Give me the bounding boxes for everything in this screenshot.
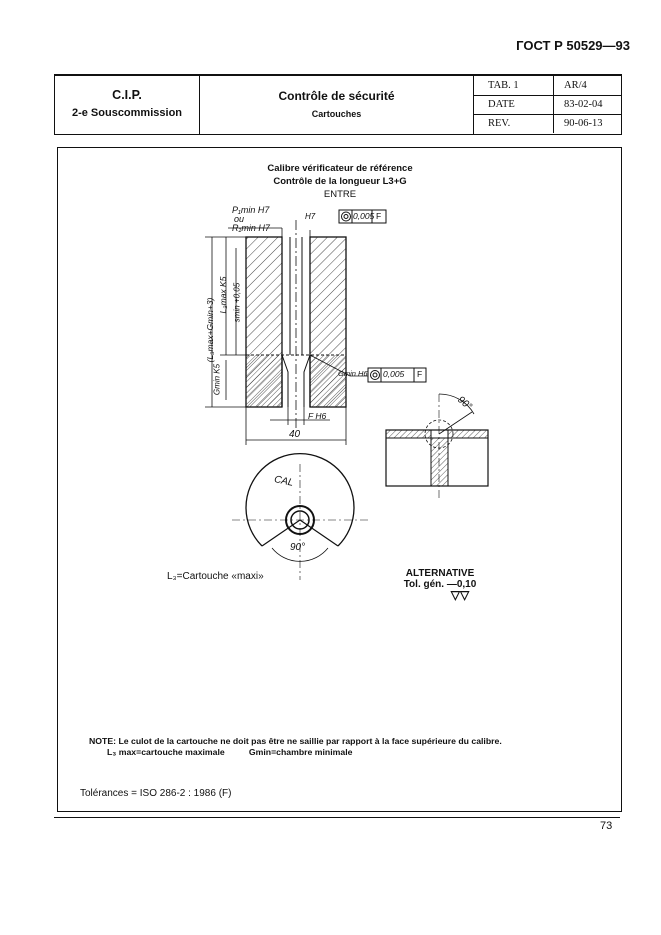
gauge-bottom-view [232, 452, 368, 580]
header-org-cell: C.I.P. 2-e Souscommission [55, 76, 200, 134]
bottom-rule [54, 817, 620, 818]
caption-cartouche: L₃=Cartouche «maxi» [167, 571, 264, 582]
alternative-tolerance: Tol. gén. —0,10 [403, 578, 477, 590]
note-line1: NOTE: Le culot de la cartouche ne doit p… [89, 736, 502, 746]
tolerances-text: Tolérances = ISO 286-2 : 1986 (F) [80, 788, 232, 799]
r1-min-text: R₁min H7 [232, 223, 270, 233]
doc-subtitle: Cartouches [311, 109, 362, 119]
datum-label-top: F [376, 211, 382, 221]
h7-label: H7 [305, 212, 316, 221]
standard-reference: ГОСТ Р 50529—93 [516, 38, 630, 53]
meta-row-date: DATE 83-02-04 [474, 95, 621, 115]
angle-label-bottom: 90° [290, 542, 306, 553]
meta-value: 90-06-13 [564, 118, 603, 129]
drawing-title-line2: Contrôle de la longueur L3+G [273, 176, 407, 187]
dimension-l3max: L₃max K5 [218, 276, 228, 314]
ou-text: ou [234, 214, 245, 224]
meta-label: TAB. 1 [488, 80, 519, 91]
note-block: NOTE: Le culot de la cartouche ne doit p… [89, 736, 614, 758]
drawing-title-line1: Calibre vérificateur de référence [267, 163, 413, 174]
org-name: C.I.P. [112, 88, 142, 102]
drawing-title: Calibre vérificateur de référence Contrô… [240, 162, 440, 201]
subcommission: 2-e Souscommission [71, 107, 183, 119]
detail-view [385, 393, 489, 500]
drawing-title-line3: ENTRE [323, 189, 357, 200]
gmin-h6-label: Gmin H6 [338, 369, 368, 378]
p1-label: P₁min H7 ou R₁min H7 [232, 206, 270, 233]
meta-label: REV. [488, 118, 511, 129]
note-line2: L₃ max=cartouche maximale Gmin=chambre m… [107, 747, 353, 757]
drawing-frame [57, 147, 622, 812]
meta-value: AR/4 [564, 80, 587, 91]
surface-finish-symbol: ▽▽ [450, 588, 470, 602]
meta-label: DATE [488, 99, 515, 110]
datum-label-gmin: F [417, 369, 423, 379]
tolerance-frame-gmin [367, 367, 427, 383]
header-title-cell: Contrôle de sécurité Cartouches [200, 76, 474, 134]
page-number: 73 [600, 820, 613, 832]
header-meta-cell: TAB. 1 AR/4 DATE 83-02-04 REV. 90-06-13 [474, 76, 621, 134]
f-h6-label: F H6 [308, 411, 327, 421]
alternative-block: ALTERNATIVE Tol. gén. —0,10 ▽▽ [400, 568, 480, 602]
tolerance-value-gmin: 0,005 [383, 369, 405, 379]
dimension-lines [205, 227, 368, 445]
dimension-smin: smin +0,05 [232, 282, 242, 323]
tolerance-frame-top [338, 209, 387, 224]
meta-row-rev: REV. 90-06-13 [474, 114, 621, 133]
tolerance-value-top: 0,005 [353, 211, 375, 221]
meta-value: 83-02-04 [564, 99, 603, 110]
alternative-title: ALTERNATIVE [405, 568, 475, 579]
p1-min-text: P₁min H7 [232, 205, 270, 215]
doc-title: Contrôle de sécurité [278, 89, 395, 103]
meta-row-tab: TAB. 1 AR/4 [474, 76, 621, 96]
dimension-gmin-k5: Gmin K5 [212, 363, 222, 396]
dimension-40: 40 [289, 429, 301, 440]
gauge-section [245, 220, 347, 430]
header-table: C.I.P. 2-e Souscommission Contrôle de sé… [54, 74, 622, 135]
